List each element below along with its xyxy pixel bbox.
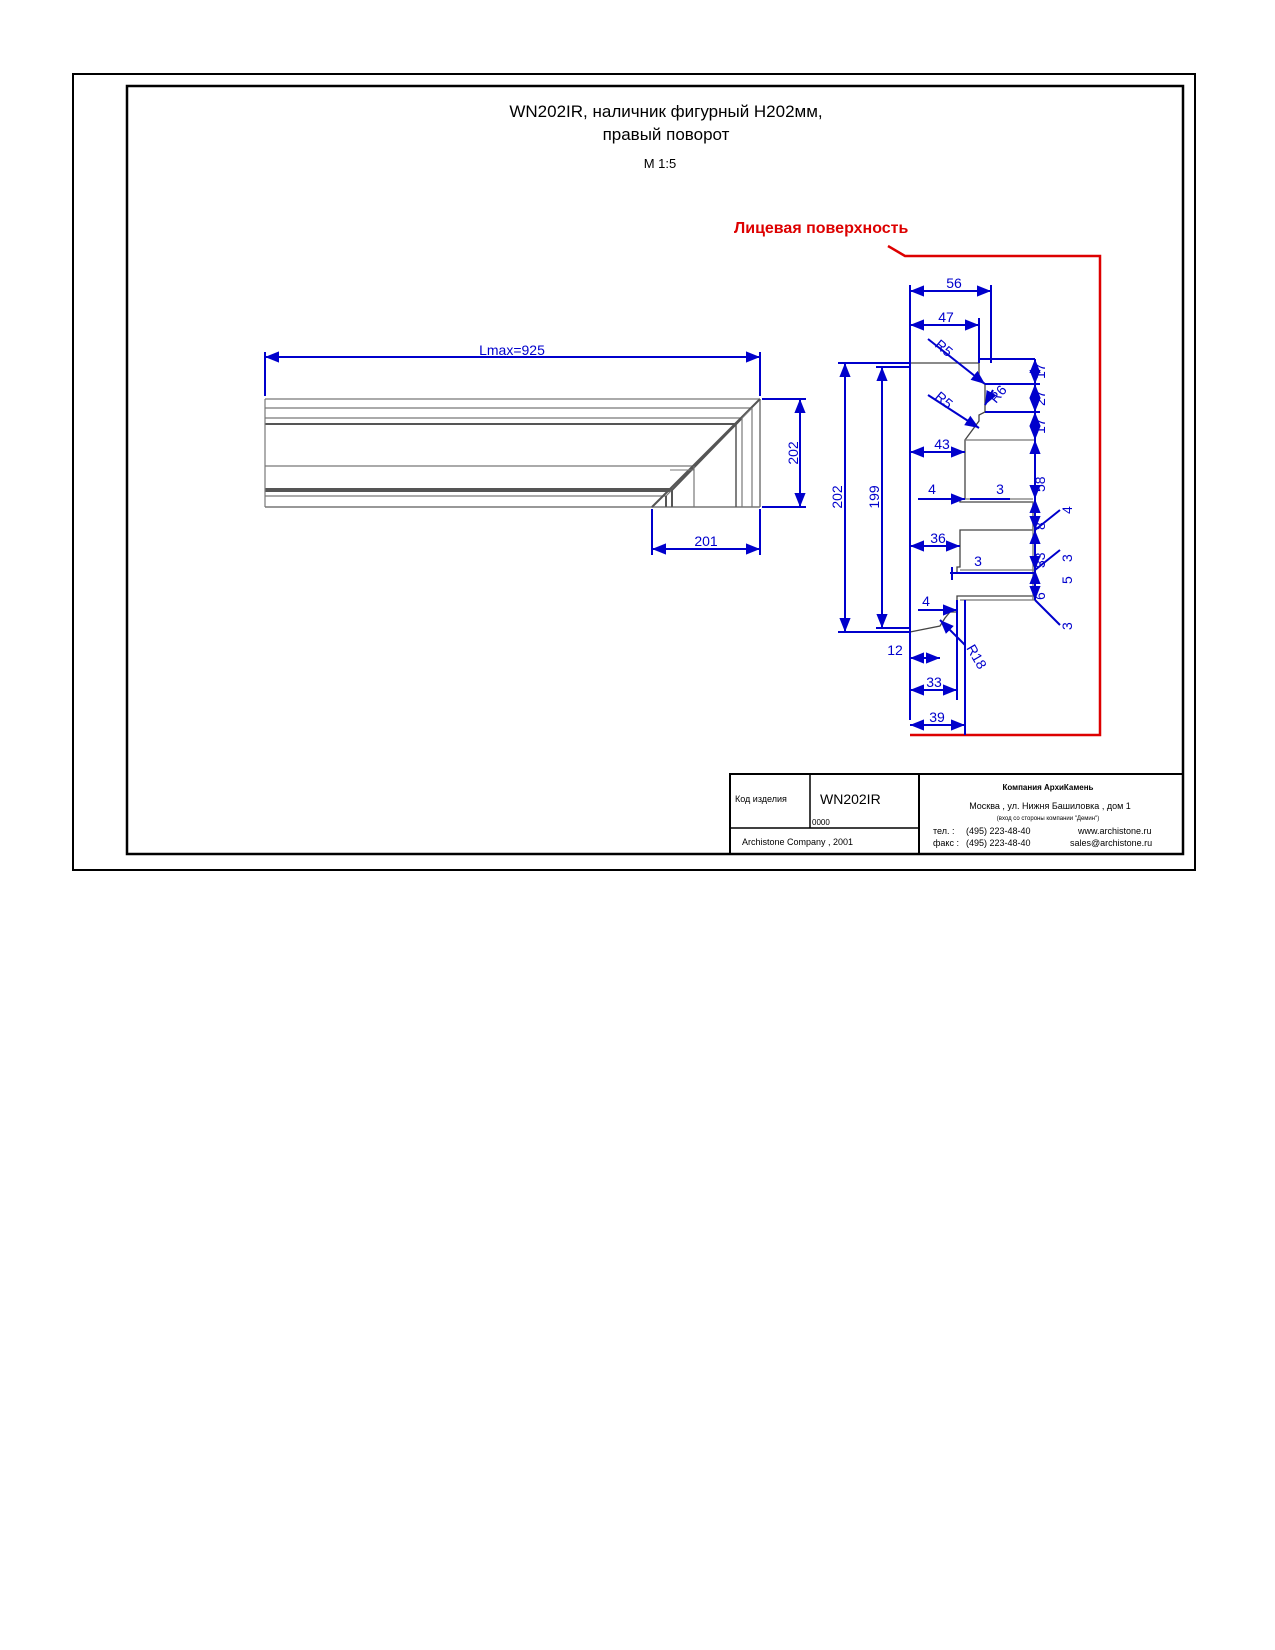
tel-label: тел. : — [933, 826, 954, 836]
dim-8: 8 — [1032, 522, 1048, 530]
dim-33-right: 33 — [1032, 552, 1048, 568]
dim-199: 199 — [866, 485, 882, 509]
company-address-note: (вход со стороны компании "Демин") — [997, 816, 1099, 822]
product-code-sub: 0000 — [812, 818, 830, 827]
drawing-title-line1: WN202IR, наличник фигурный H202мм, — [509, 102, 822, 121]
dim-47: 47 — [938, 309, 954, 325]
product-code-value: WN202IR — [820, 791, 881, 807]
company-name: Компания АрхиКамень — [1003, 783, 1094, 792]
dim-33-bottom: 33 — [926, 674, 942, 690]
dim-58: 58 — [1032, 476, 1048, 492]
website-text: www.archistone.ru — [1077, 826, 1152, 836]
dim-3-mid: 3 — [974, 553, 982, 569]
dim-12: 12 — [887, 642, 903, 658]
elevation-view — [264, 398, 761, 508]
elevation-dimensions — [264, 351, 806, 555]
dim-3-upper: 3 — [996, 481, 1004, 497]
dim-27: 27 — [1032, 390, 1048, 406]
dim-6: 6 — [1032, 592, 1048, 600]
dim-36: 36 — [930, 530, 946, 546]
tel-value: (495) 223-48-40 — [966, 826, 1031, 836]
dim-17-mid: 17 — [1032, 418, 1048, 434]
face-surface-label: Лицевая поверхность — [734, 220, 908, 237]
dim-r5-lower: R5 — [932, 388, 956, 412]
dim-r5-upper: R5 — [932, 336, 956, 360]
copyright-text: Archistone Company , 2001 — [742, 837, 853, 847]
dim-4-lower: 4 — [922, 593, 930, 609]
dim-3-right-lower: 3 — [1059, 622, 1075, 630]
dim-39: 39 — [929, 709, 945, 725]
dim-r6: R6 — [986, 382, 1010, 406]
dim-43: 43 — [934, 436, 950, 452]
dim-3-right-upper: 3 — [1059, 554, 1075, 562]
dim-r18: R18 — [963, 642, 990, 672]
dim-4-upper: 4 — [928, 481, 936, 497]
dim-17-top: 17 — [1032, 363, 1048, 379]
dim-56: 56 — [946, 275, 962, 291]
section-profile — [909, 362, 1036, 633]
title-block — [729, 773, 1184, 855]
dim-202-section: 202 — [829, 485, 845, 509]
fax-value: (495) 223-48-40 — [966, 838, 1031, 848]
email-text: sales@archistone.ru — [1070, 838, 1152, 848]
outer-frame — [72, 73, 1196, 871]
length-dimension-label: Lmax=925 — [479, 342, 545, 358]
dim-4-right: 4 — [1059, 506, 1075, 514]
drawing-title-line2: правый поворот — [603, 125, 730, 144]
section-dimensions — [838, 285, 1061, 735]
product-code-label: Код изделия — [735, 794, 787, 804]
face-surface-line — [887, 244, 1102, 737]
company-address: Москва , ул. Нижня Башиловка , дом 1 — [969, 801, 1131, 811]
fax-label: факс : — [933, 838, 959, 848]
drawing-scale: М 1:5 — [644, 156, 677, 171]
height-dimension-label: 202 — [785, 441, 801, 465]
inner-frame — [125, 84, 1185, 856]
dim-5: 5 — [1059, 576, 1075, 584]
corner-dimension-label: 201 — [694, 533, 718, 549]
